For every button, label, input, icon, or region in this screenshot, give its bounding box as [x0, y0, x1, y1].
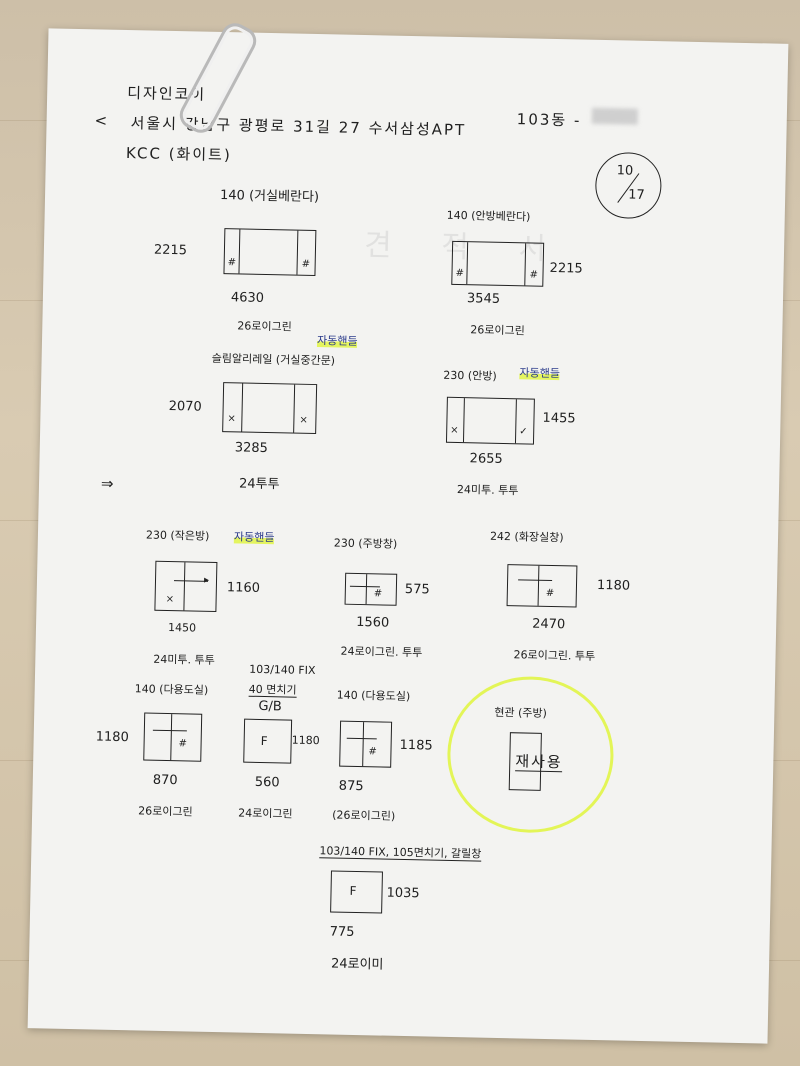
glass-mark: G/B	[258, 698, 282, 715]
window-width: 560	[254, 774, 280, 791]
window-title: 230 (작은방)	[145, 528, 210, 543]
window-spec: 24로이그린. 투투	[340, 644, 423, 660]
window-drawing: F	[330, 870, 383, 914]
window-title: 103/140 FIX, 105면치기, 갈릴창	[319, 844, 482, 862]
window-height: 1185	[399, 737, 433, 754]
window-drawing: ××	[222, 382, 318, 435]
window-title: 230 (주방창)	[333, 536, 398, 551]
window-spec: 26로이그린	[237, 319, 292, 334]
window-width: 1560	[356, 614, 390, 631]
window-height: 1180	[291, 733, 320, 748]
window-height: 2215	[549, 260, 583, 277]
circled-note-text: 재사용	[515, 752, 563, 773]
window-drawing: #	[344, 572, 398, 606]
window-width: 875	[338, 778, 364, 795]
page-total: 17	[628, 187, 645, 203]
window-spec: (26로이그린)	[332, 808, 396, 823]
window-width: 2655	[469, 451, 503, 467]
window-title: 140 (거실베란다)	[219, 187, 320, 206]
window-title: 140 (다용도실)	[336, 688, 411, 704]
window-height: 1035	[386, 885, 420, 902]
window-title: 230 (안방)	[443, 368, 497, 383]
window-drawing: #	[339, 720, 393, 768]
window-spec: 24로이그린	[238, 806, 293, 821]
unit-number: 103동 -	[516, 110, 582, 130]
window-title: 140 (다용도실)	[134, 682, 209, 697]
window-spec: 26로이그린. 투투	[513, 648, 596, 663]
window-height: 1455	[542, 410, 576, 427]
window-drawing: ×✓	[445, 396, 535, 445]
window-note: 40 면치기	[248, 682, 297, 698]
arrow-mark: ⇒	[100, 474, 116, 493]
window-note: 자동핸들	[233, 530, 275, 545]
window-spec: 24로이미	[330, 956, 384, 973]
page-badge: 10 17	[594, 151, 663, 220]
window-note: 자동핸들	[316, 334, 358, 348]
window-note: 자동핸들	[519, 366, 561, 381]
window-drawing: ##	[223, 228, 317, 277]
window-spec: 26로이그린	[138, 804, 193, 819]
circled-note-title: 현관 (주방)	[494, 705, 548, 720]
window-width: 775	[329, 924, 355, 940]
redacted-unit	[591, 107, 638, 125]
page-current: 10	[616, 163, 634, 179]
window-drawing: ##	[451, 240, 545, 287]
window-width: 2470	[532, 616, 566, 633]
window-height: 1180	[596, 577, 631, 594]
window-drawing: #	[506, 564, 578, 608]
window-width: 1450	[167, 620, 197, 635]
window-drawing: #	[143, 712, 203, 762]
window-title: 103/140 FIX	[249, 662, 316, 678]
back-chevron-icon: <	[94, 111, 110, 130]
window-spec: 24미투. 투투	[153, 652, 215, 667]
paper-sheet: 견 적 서 디자인코이 < 서울시 강남구 광평로 31길 27 수서삼성APT…	[27, 28, 789, 1044]
window-drawing: F	[243, 718, 293, 764]
window-title: 140 (안방베란다)	[446, 208, 531, 224]
window-spec: 26로이그린	[470, 323, 525, 338]
window-height: 2215	[153, 242, 188, 259]
window-spec: 24미투. 투투	[456, 483, 519, 498]
window-height: 2070	[168, 398, 202, 415]
window-height: 1160	[226, 580, 261, 596]
window-drawing: ▸ ×	[154, 560, 218, 613]
window-title: 슬림알리레일 (거실중간문)	[211, 351, 336, 368]
window-height: 575	[404, 581, 430, 598]
window-width: 3545	[466, 291, 501, 307]
window-width: 870	[152, 772, 178, 789]
window-spec: 24투투	[238, 476, 280, 493]
brand: KCC (화이트)	[125, 144, 232, 165]
window-width: 4630	[230, 290, 265, 306]
window-width: 3285	[234, 440, 269, 457]
window-title: 242 (화장실창)	[489, 529, 564, 545]
window-height: 1180	[95, 729, 129, 746]
